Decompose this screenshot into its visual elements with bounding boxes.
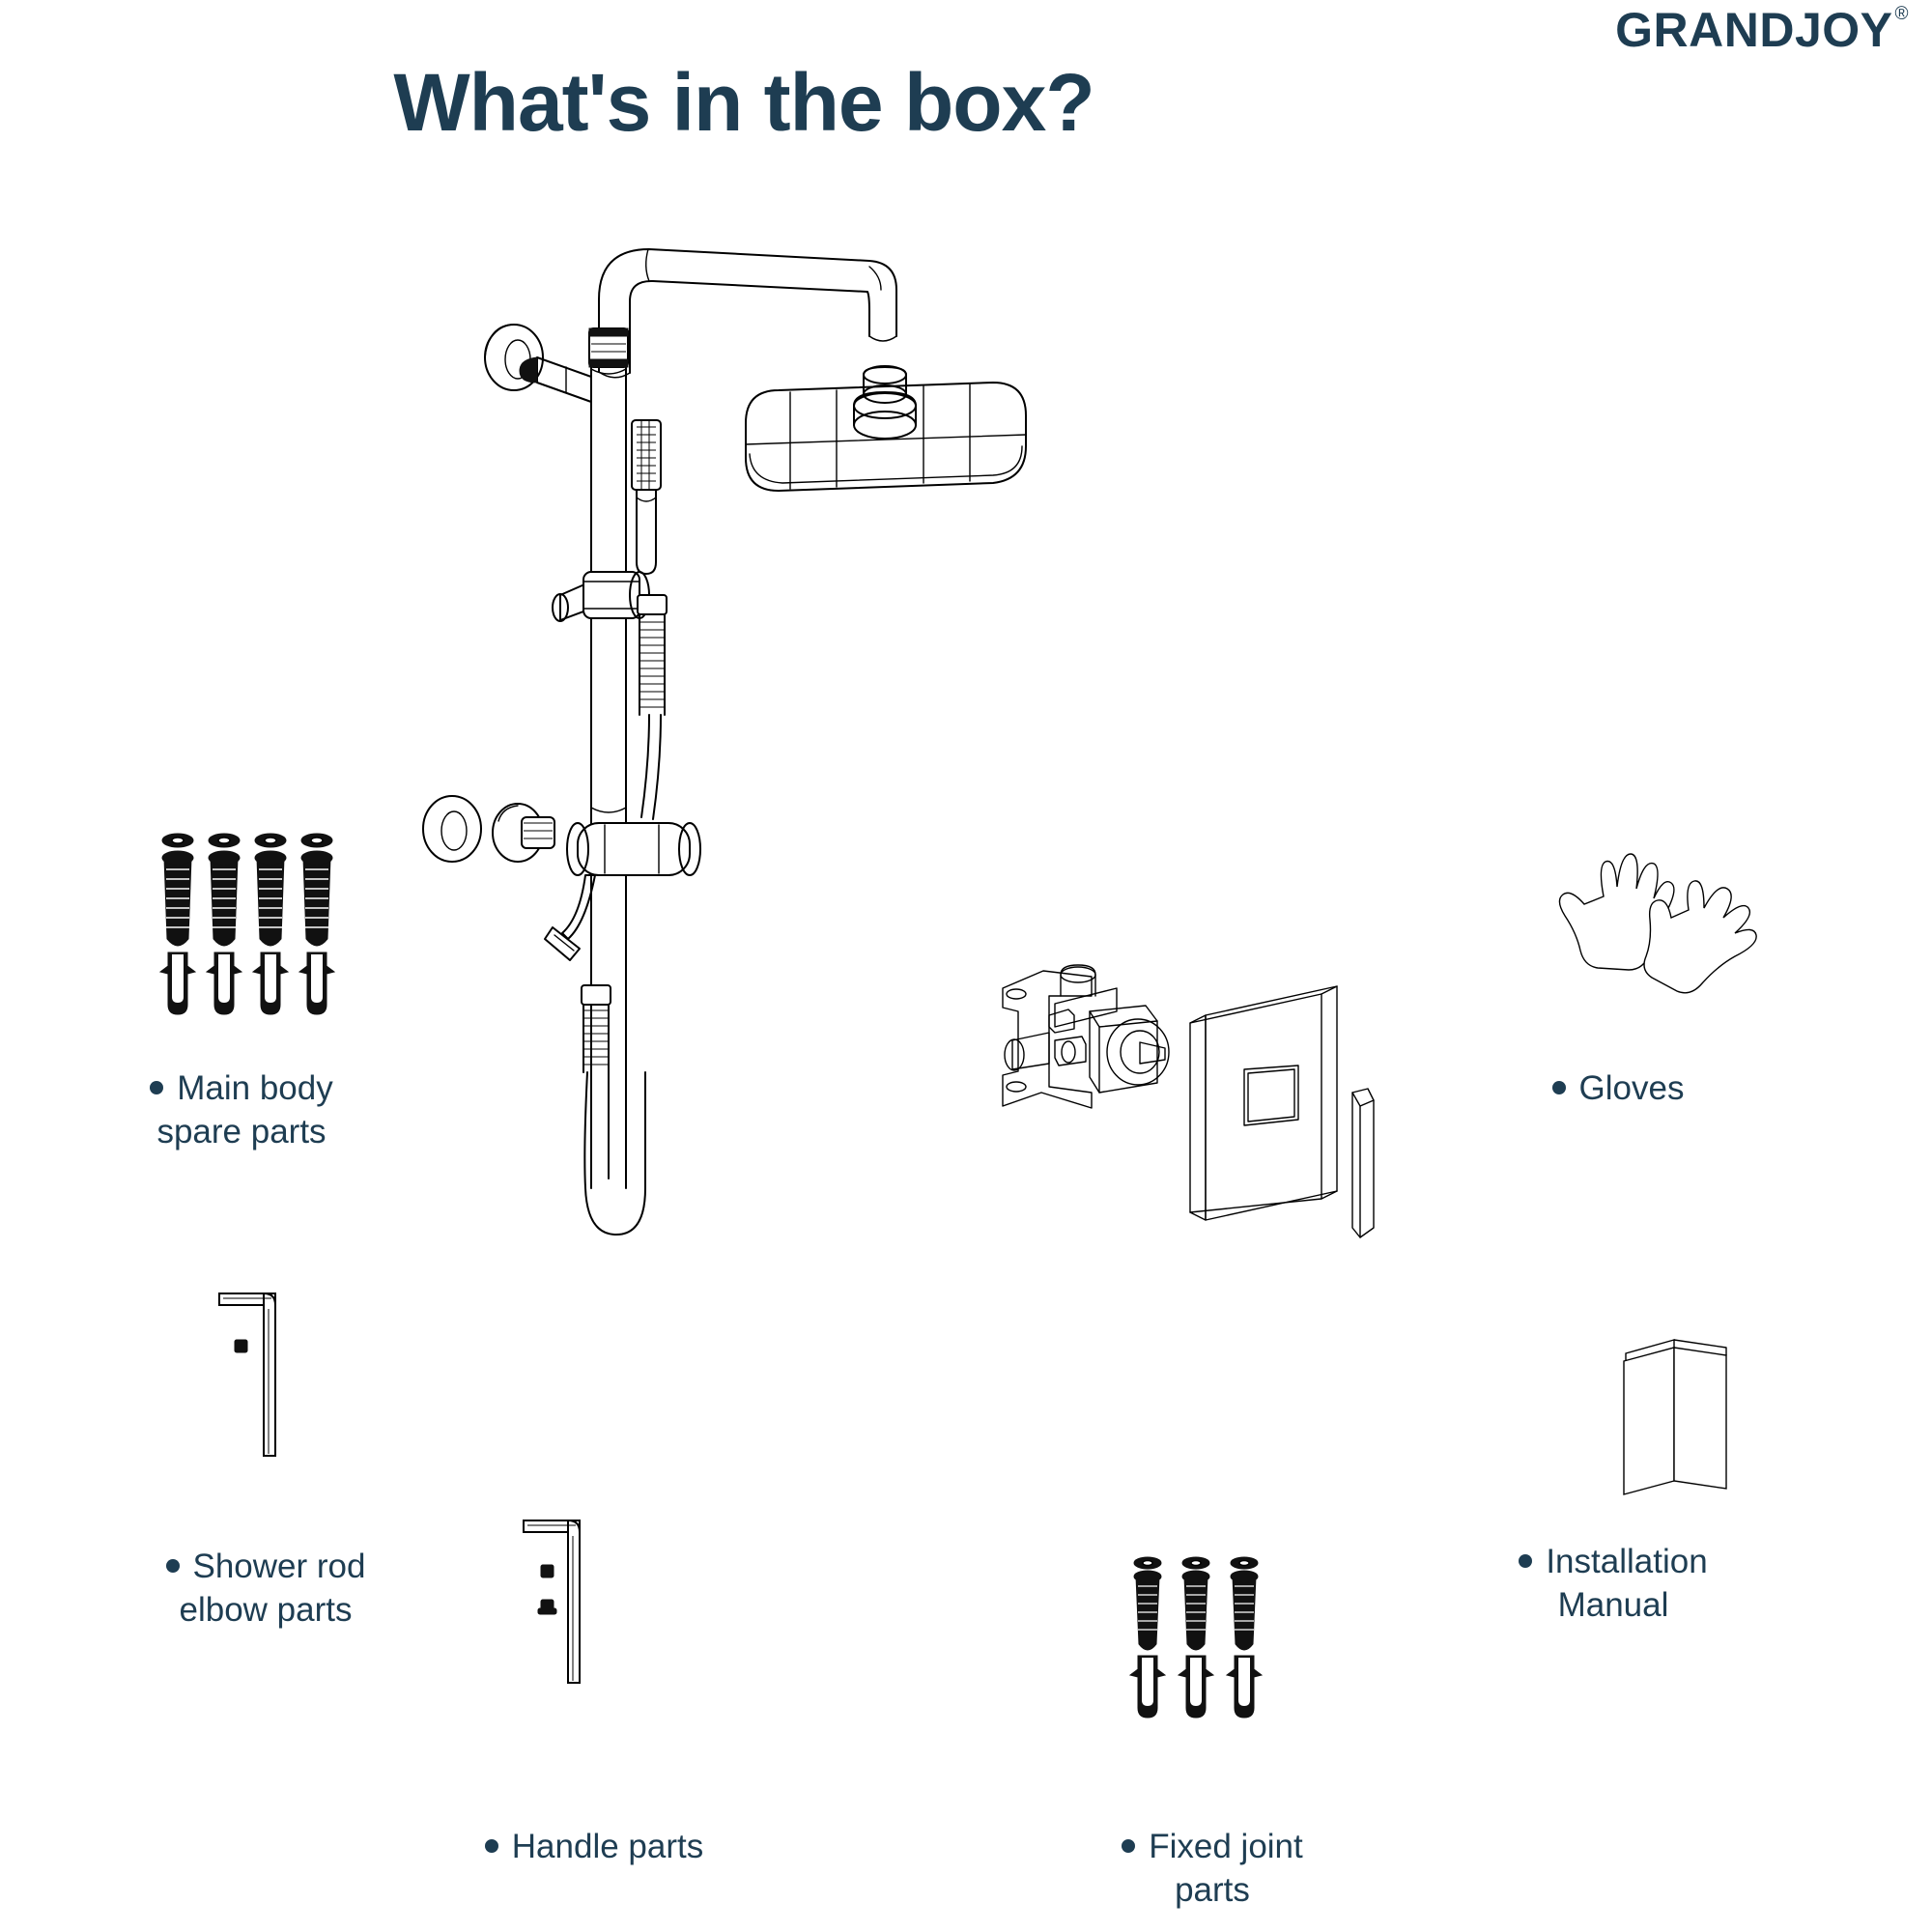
caption-handle-parts: Handle parts bbox=[435, 1782, 753, 1869]
slide-bar-icon bbox=[590, 364, 627, 1189]
page-title: What's in the box? bbox=[393, 57, 1094, 148]
main-body-spare-parts-illustration bbox=[155, 831, 348, 1024]
shower-arm-icon bbox=[598, 248, 897, 379]
rain-shower-head-icon bbox=[745, 365, 1027, 492]
bullet-icon bbox=[165, 1558, 180, 1573]
side-inlet-nipple-icon bbox=[519, 356, 592, 403]
wall-flange-icon-mid bbox=[422, 795, 482, 863]
booklet-icon bbox=[1623, 1339, 1727, 1495]
handle-lever-icon bbox=[1351, 1088, 1375, 1238]
registered-mark: ® bbox=[1894, 4, 1909, 25]
shower-rod-elbow-parts-illustration bbox=[217, 1290, 333, 1463]
bullet-icon bbox=[484, 1838, 498, 1853]
shower-assembly-illustration bbox=[422, 222, 1140, 1294]
square-trim-plate-icon bbox=[1189, 985, 1338, 1221]
caption-text: Handle parts bbox=[511, 1827, 704, 1865]
wall-anchors-icon bbox=[158, 952, 336, 1015]
bullet-icon bbox=[1551, 1080, 1566, 1094]
bullet-icon bbox=[1122, 1838, 1136, 1853]
set-screw-icon-upper bbox=[540, 1564, 554, 1578]
wall-connector-icon bbox=[492, 803, 555, 863]
slide-bar-holder-icon bbox=[552, 571, 650, 622]
valve-trim-illustration bbox=[985, 952, 1375, 1261]
fixed-joint-parts-illustration bbox=[1128, 1555, 1283, 1739]
set-screw-icon-lower bbox=[537, 1599, 557, 1615]
diverter-body-icon bbox=[544, 822, 701, 961]
brand-name: GRANDJOY bbox=[1615, 3, 1893, 57]
gloves-icon bbox=[1558, 853, 1757, 994]
allen-key-icon bbox=[523, 1519, 581, 1684]
rough-in-valve-icon bbox=[1002, 964, 1170, 1109]
caption-main-body-spare-parts: Main body spare parts bbox=[77, 1024, 406, 1153]
screws-icon bbox=[161, 833, 333, 947]
shower-hose-icon-upper bbox=[637, 594, 668, 820]
brand-logo: GRANDJOY® bbox=[1615, 3, 1909, 57]
shower-hose-icon-lower bbox=[581, 984, 646, 1236]
wall-anchors-icon bbox=[1128, 1655, 1264, 1719]
caption-text: Main body spare parts bbox=[156, 1068, 333, 1151]
caption-text: Gloves bbox=[1578, 1068, 1685, 1107]
allen-key-icon bbox=[218, 1292, 276, 1457]
bullet-icon bbox=[150, 1080, 164, 1094]
riser-top-fitting-icon bbox=[588, 327, 629, 368]
installation-manual-illustration bbox=[1599, 1328, 1753, 1502]
screws-icon bbox=[1133, 1556, 1259, 1651]
gloves-illustration bbox=[1544, 840, 1776, 1005]
caption-text: Shower rod elbow parts bbox=[179, 1547, 366, 1629]
caption-text: Installation Manual bbox=[1546, 1542, 1708, 1624]
caption-shower-rod-elbow-parts: Shower rod elbow parts bbox=[106, 1502, 425, 1632]
caption-fixed-joint-parts: Fixed joint parts bbox=[1053, 1782, 1372, 1912]
hand-shower-icon bbox=[631, 419, 662, 575]
caption-text: Fixed joint parts bbox=[1149, 1827, 1303, 1909]
caption-installation-manual: Installation Manual bbox=[1439, 1497, 1787, 1627]
handle-parts-illustration bbox=[522, 1517, 638, 1690]
bullet-icon bbox=[1519, 1553, 1533, 1568]
caption-gloves: Gloves bbox=[1459, 1024, 1777, 1111]
set-screw-icon bbox=[234, 1339, 248, 1353]
